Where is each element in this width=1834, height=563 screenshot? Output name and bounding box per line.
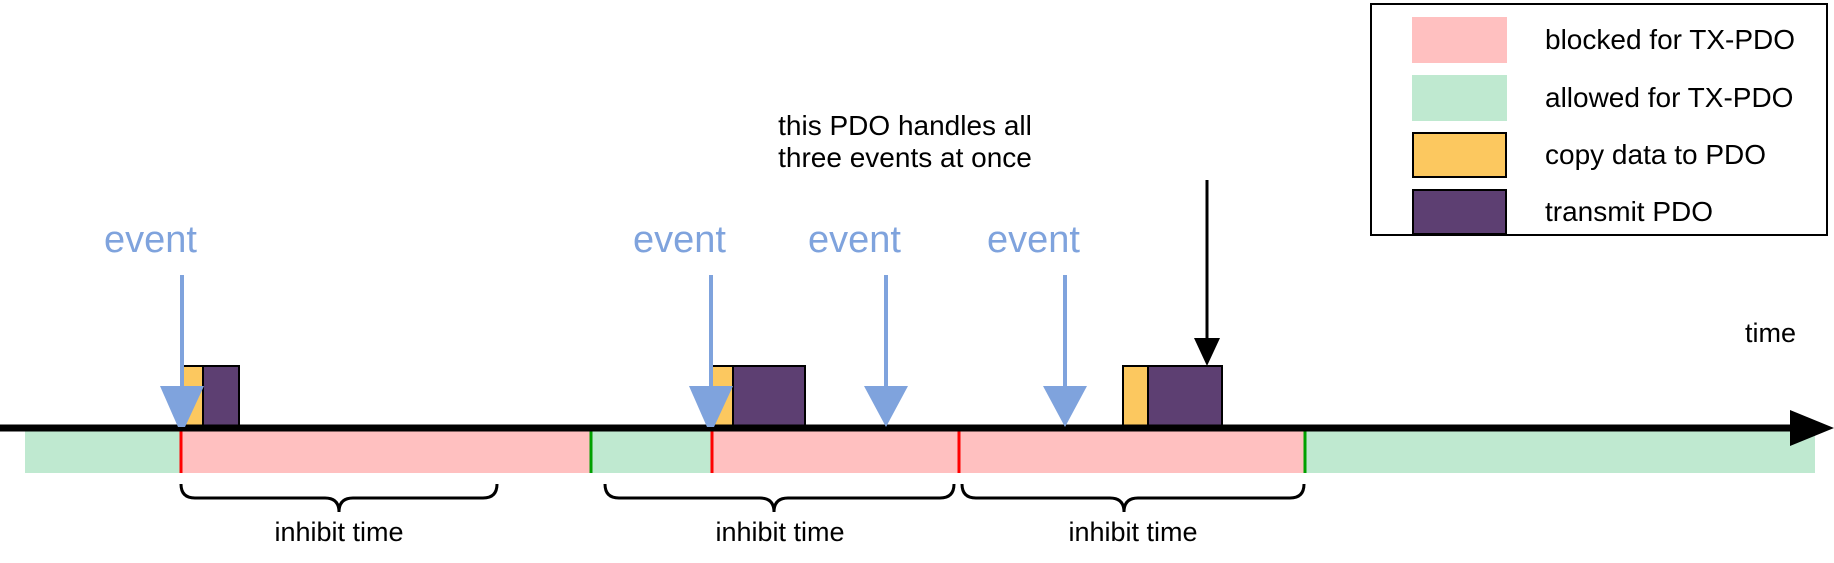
transmit-pdo-box-1 — [202, 365, 240, 428]
segment-allowed-1 — [25, 430, 180, 473]
legend-swatch-copy — [1412, 132, 1507, 178]
pdo-group-3 — [1122, 365, 1223, 428]
pdo-annotation-line-1: this PDO handles all — [778, 110, 1032, 141]
pdo-annotation: this PDO handles all three events at onc… — [775, 110, 1035, 175]
event-arrowhead-3 — [864, 386, 908, 427]
legend-swatch-transmit — [1412, 189, 1507, 235]
legend-label-allowed: allowed for TX-PDO — [1545, 82, 1794, 113]
event-label-3: event — [808, 219, 901, 261]
legend: blocked for TX-PDO allowed for TX-PDO co… — [1370, 3, 1828, 236]
event-arrowhead-2 — [689, 386, 733, 427]
state-band — [25, 430, 1815, 473]
event-label-4: event — [987, 219, 1080, 261]
annotation-arrow — [1194, 180, 1220, 366]
annotation-arrowhead — [1194, 338, 1220, 366]
legend-label-copy: copy data to PDO — [1545, 139, 1767, 170]
time-axis-arrowhead — [1790, 410, 1834, 446]
event-label-1: event — [104, 219, 197, 261]
pdo-annotation-line-2: three events at once — [778, 142, 1032, 174]
segment-allowed-3 — [1305, 430, 1815, 473]
event-label-2: event — [633, 219, 726, 261]
time-axis-label: time — [1745, 318, 1797, 348]
legend-swatch-allowed — [1412, 75, 1507, 121]
pdo-group-2 — [711, 365, 806, 428]
event-arrowhead-4 — [1043, 386, 1087, 427]
legend-item-allowed: allowed for TX-PDO — [1372, 69, 1826, 127]
event-arrows — [160, 275, 1087, 427]
time-axis — [0, 410, 1834, 446]
segment-blocked-1 — [180, 430, 591, 473]
legend-label-transmit: transmit PDO — [1545, 196, 1714, 227]
brace-2 — [603, 483, 956, 513]
inhibit-time-label-1: inhibit time — [274, 517, 404, 547]
inhibit-time-label-2: inhibit time — [715, 517, 845, 547]
copy-data-box-3 — [1122, 365, 1149, 428]
brace-3 — [960, 483, 1306, 513]
event-arrowhead-1 — [160, 386, 204, 427]
inhibit-time-label-3: inhibit time — [1068, 517, 1198, 547]
legend-swatch-blocked — [1412, 17, 1507, 63]
legend-label-blocked: blocked for TX-PDO — [1545, 24, 1796, 55]
inhibit-time-braces — [179, 483, 1306, 513]
segment-blocked-2 — [712, 430, 1305, 473]
legend-item-copy: copy data to PDO — [1372, 126, 1826, 184]
legend-item-transmit: transmit PDO — [1372, 183, 1826, 241]
transmit-pdo-box-2 — [732, 365, 806, 428]
transmit-pdo-box-3 — [1147, 365, 1223, 428]
segment-allowed-2 — [591, 430, 712, 473]
brace-1 — [179, 483, 499, 513]
legend-item-blocked: blocked for TX-PDO — [1372, 11, 1826, 69]
